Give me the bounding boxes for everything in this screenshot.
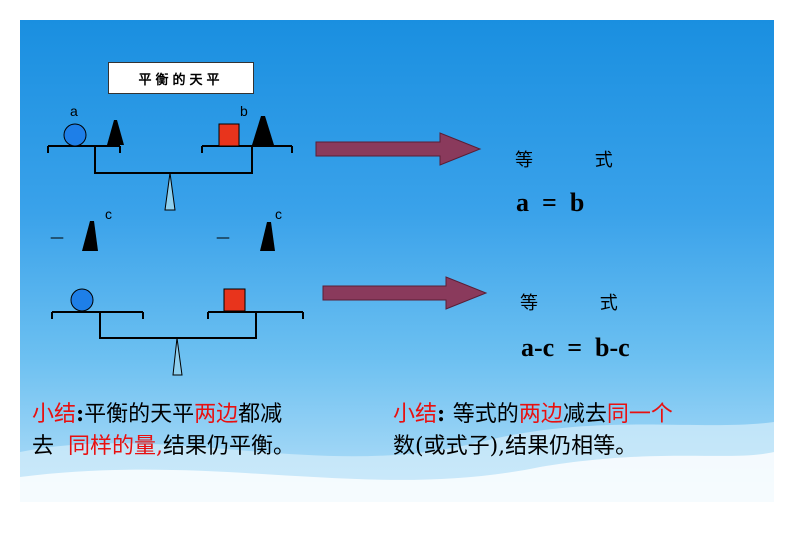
- beam-2: [99, 312, 257, 339]
- weight-c-right: [260, 222, 275, 251]
- label-c-right: c: [275, 206, 282, 222]
- arrow-bottom: [322, 276, 488, 310]
- minus-right: —: [216, 230, 230, 246]
- bottom-balance: [51, 288, 304, 376]
- panel-title: 平衡的天平: [108, 62, 254, 94]
- box-b-2: [223, 288, 246, 312]
- label-a: a: [70, 103, 78, 119]
- arrow-top: [315, 132, 482, 166]
- summary-right-prefix: 小结: [393, 402, 438, 427]
- summary-right: 小结: 等式的两边减去同一个数(或式子),结果仍相等。: [393, 401, 673, 459]
- weight-left: [107, 120, 124, 145]
- label-b: b: [240, 103, 248, 119]
- equation-heading-2: 等 式: [520, 293, 646, 314]
- weight-right: [252, 116, 274, 145]
- equation-1: a = b: [516, 188, 585, 217]
- beam: [94, 146, 253, 174]
- ball-a: [63, 123, 87, 147]
- fulcrum: [164, 172, 176, 211]
- summary-left-prefix: 小结: [32, 402, 77, 427]
- ball-a-2: [70, 288, 94, 312]
- summary-left: 小结:平衡的天平两边都减去 同样的量,结果仍平衡。: [32, 401, 296, 459]
- fulcrum-2: [172, 337, 183, 376]
- equation-heading-1: 等 式: [515, 150, 641, 171]
- slide: 平衡的天平: [20, 20, 774, 502]
- weight-c-left: [82, 221, 98, 251]
- equation-2: a-c = b-c: [521, 333, 630, 362]
- background-wave: [20, 422, 774, 502]
- label-c-left: c: [105, 206, 112, 222]
- box-b: [218, 123, 240, 147]
- top-balance: [47, 116, 293, 211]
- balance-diagram: [47, 116, 488, 376]
- minus-left: —: [50, 230, 64, 246]
